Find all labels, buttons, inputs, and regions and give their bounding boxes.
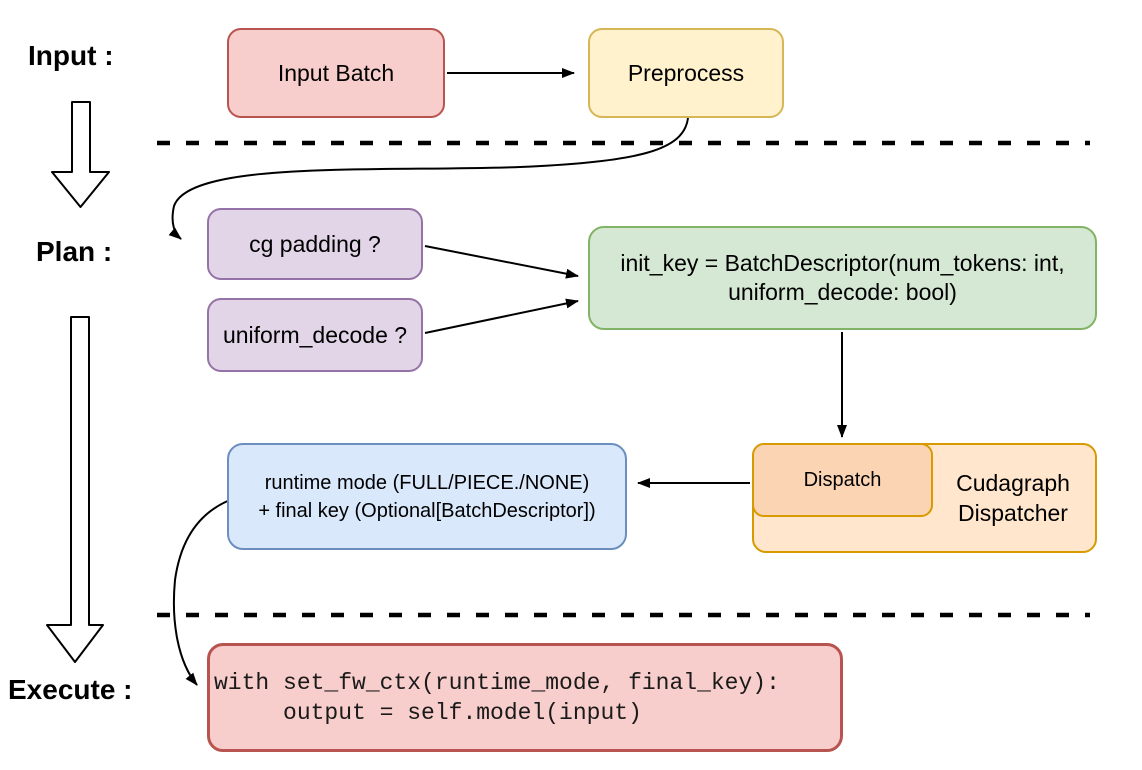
node-input-batch: Input Batch (227, 28, 445, 118)
node-input-batch-label: Input Batch (277, 59, 395, 86)
node-uniform-decode: uniform_decode ? (207, 298, 423, 372)
node-cudagraph-line2: Dispatcher (958, 500, 1068, 526)
stage-label-plan: Plan : (36, 236, 113, 267)
execute-code-line1: with set_fw_ctx(runtime_mode, final_key)… (214, 669, 780, 696)
stage-arrow-input-to-plan-icon (51, 101, 110, 208)
node-uniform-decode-label: uniform_decode ? (222, 321, 408, 348)
connector-cgpadding-to-initkey (424, 245, 579, 279)
node-runtime-line1: runtime mode (FULL/PIECE./NONE) (264, 471, 590, 494)
connector-runtimemode-to-executecode (172, 499, 231, 686)
stage-label-input: Input : (28, 40, 114, 71)
node-cudagraph-line1: Cudagraph (956, 470, 1070, 496)
node-cg-padding-label: cg padding ? (249, 230, 381, 257)
stage-label-execute: Execute : (8, 674, 133, 705)
node-preprocess: Preprocess (588, 28, 784, 118)
node-init-key-line1: init_key = BatchDescriptor(num_tokens: i… (620, 250, 1065, 276)
connector-preprocess-to-cgpadding (168, 117, 689, 240)
stage-arrow-plan-to-execute-icon (46, 316, 104, 663)
node-cg-padding: cg padding ? (207, 208, 423, 280)
node-execute-code: with set_fw_ctx(runtime_mode, final_key)… (207, 643, 843, 752)
node-runtime-mode: runtime mode (FULL/PIECE./NONE) + final … (227, 443, 627, 550)
node-dispatch: Dispatch (752, 443, 933, 517)
node-init-key-line2: uniform_decode: bool) (728, 279, 957, 305)
node-preprocess-label: Preprocess (627, 59, 745, 86)
node-dispatch-label: Dispatch (803, 468, 882, 491)
connector-uniformdecode-to-initkey (424, 298, 579, 334)
node-init-key: init_key = BatchDescriptor(num_tokens: i… (588, 226, 1097, 330)
node-runtime-line2: + final key (Optional[BatchDescriptor]) (258, 499, 596, 522)
execute-code-line2: output = self.model(input) (214, 699, 642, 726)
